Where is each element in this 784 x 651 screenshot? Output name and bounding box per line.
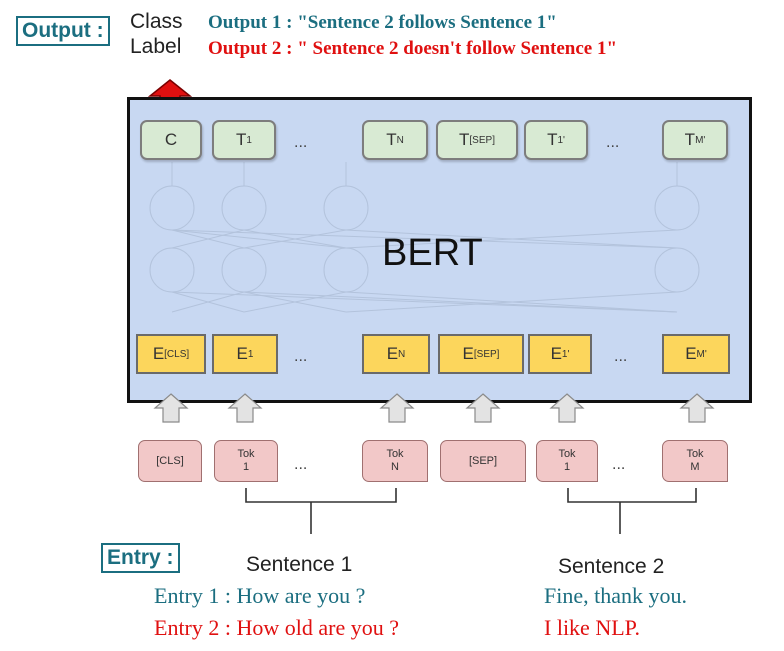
sentence-2-label: Sentence 2 <box>558 555 665 578</box>
top-token-tsep: T[SEP] <box>436 120 518 160</box>
bert-network-graphic <box>149 162 700 313</box>
embedding-mp-sub: M <box>696 348 705 360</box>
embedding-cls-base: E <box>152 344 165 363</box>
top-token-tsep-base: T <box>459 130 470 149</box>
embedding-1p-sub: 1 <box>561 348 568 360</box>
embedding-1p-prime: ' <box>567 348 570 360</box>
embedding-sep: E[SEP] <box>438 334 524 374</box>
sentence-brackets <box>245 488 697 534</box>
entry-2-sentence-1: Entry 2 : How old are you ? <box>154 615 399 640</box>
top-token-t1p-sub: 1 <box>557 134 564 146</box>
input-token-1-s2: Tok 1 <box>536 440 598 482</box>
embedding-mp-prime: ' <box>704 348 707 360</box>
embedding-ellipsis-1: ... <box>294 348 308 365</box>
class-label-line1: Class <box>130 10 183 33</box>
top-ellipsis-2: ... <box>606 134 620 151</box>
top-token-c: C <box>140 120 202 160</box>
input-arrows <box>153 393 715 423</box>
embedding-1-base: E <box>236 344 248 363</box>
class-label: Class Label <box>130 9 183 59</box>
top-token-tn-base: T <box>386 130 397 149</box>
top-token-tsep-sub: [SEP] <box>469 134 495 146</box>
top-token-t1-sub: 1 <box>246 134 252 146</box>
embedding-ellipsis-2: ... <box>614 348 628 365</box>
outputs-list: Output 1 : "Sentence 2 follows Sentence … <box>208 10 617 62</box>
entry-label: Entry : <box>101 543 180 573</box>
entry-2-sentence-2: I like NLP. <box>544 615 640 640</box>
class-label-line2: Label <box>130 35 182 58</box>
top-token-t1-base: T <box>236 130 247 149</box>
entry-1-sentence-1: Entry 1 : How are you ? <box>154 583 366 608</box>
top-token-t1p-base: T <box>547 130 558 149</box>
output-1-text: Output 1 : "Sentence 2 follows Sentence … <box>208 12 557 33</box>
arrow-up-icon <box>227 393 263 423</box>
embedding-n-base: E <box>386 344 399 363</box>
bert-title: BERT <box>382 232 483 274</box>
embedding-sep-sub: [SEP] <box>473 348 500 360</box>
embedding-1p-base: E <box>550 344 562 363</box>
sentence-1-label: Sentence 1 <box>246 553 353 576</box>
entries-sentence-1: Entry 1 : How are you ? Entry 2 : How ol… <box>154 580 399 644</box>
embedding-n-sub: N <box>398 348 406 360</box>
top-token-tmp-base: T <box>684 130 696 149</box>
embedding-cls-sub: [CLS] <box>164 348 190 360</box>
output-label: Output : <box>16 16 110 46</box>
top-token-tmp-prime: ' <box>703 134 706 146</box>
entries-sentence-2: Fine, thank you. I like NLP. <box>544 580 687 644</box>
arrow-up-icon <box>679 393 715 423</box>
top-token-t1p-prime: ' <box>563 134 565 146</box>
top-ellipsis-1: ... <box>294 134 308 151</box>
entry-1-sentence-2: Fine, thank you. <box>544 583 687 608</box>
top-token-tn-sub: N <box>396 134 404 146</box>
embedding-cls: E[CLS] <box>136 334 206 374</box>
arrow-up-icon <box>549 393 585 423</box>
arrow-up-icon <box>465 393 501 423</box>
input-token-m: Tok M <box>662 440 728 482</box>
input-ellipsis-1: ... <box>294 456 308 473</box>
input-token-n: Tok N <box>362 440 428 482</box>
input-token-cls: [CLS] <box>138 440 202 482</box>
top-token-tmp-sub: M <box>695 134 704 146</box>
arrow-up-icon <box>379 393 415 423</box>
embedding-sep-base: E <box>462 344 474 363</box>
embedding-1-sub: 1 <box>247 348 254 360</box>
embedding-mp-base: E <box>685 344 697 363</box>
input-token-1: Tok 1 <box>214 440 278 482</box>
input-ellipsis-2: ... <box>612 456 626 473</box>
output-2-text: Output 2 : " Sentence 2 doesn't follow S… <box>208 38 618 59</box>
input-token-sep: [SEP] <box>440 440 526 482</box>
arrow-up-icon <box>153 393 189 423</box>
top-token-c-text: C <box>164 130 178 149</box>
